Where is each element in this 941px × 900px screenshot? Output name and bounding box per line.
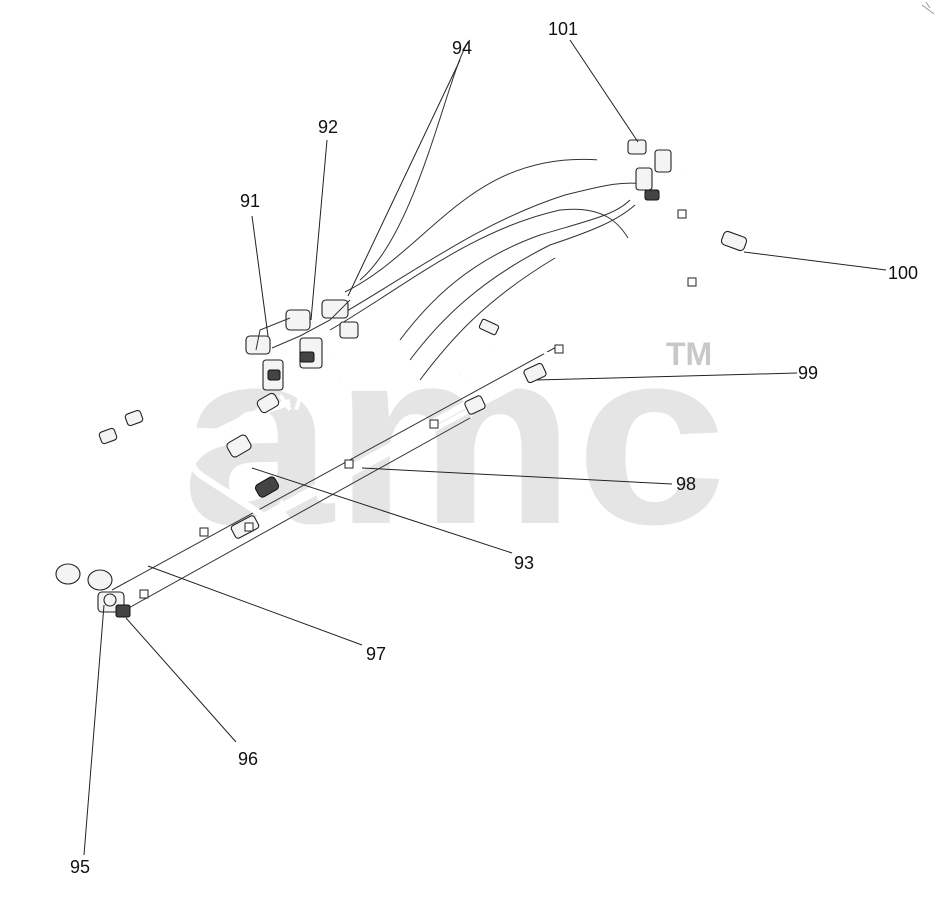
branch-hose-99 <box>464 362 547 415</box>
callout-98: 98 <box>676 474 696 494</box>
center-loop-pipe <box>186 392 292 539</box>
left-return-pipes <box>82 409 164 587</box>
valve-manifold-cluster <box>245 299 359 412</box>
watermark: amc TM <box>182 297 727 576</box>
left-end-fittings <box>55 563 131 618</box>
callout-94: 94 <box>452 38 472 58</box>
callout-92: 92 <box>318 117 338 137</box>
mounting-clips <box>139 209 697 599</box>
callout-100: 100 <box>888 263 918 283</box>
callout-97: 97 <box>366 644 386 664</box>
watermark-trademark: TM <box>666 336 712 372</box>
callout-leaders <box>83 39 887 856</box>
callout-95: 95 <box>70 857 90 877</box>
callout-labels: 91 92 93 94 95 96 97 98 99 100 101 <box>70 19 918 877</box>
watermark-text: amc <box>182 297 727 576</box>
callout-96: 96 <box>238 749 258 769</box>
corner-mark <box>921 1 935 15</box>
right-end-fittings <box>596 139 748 252</box>
callout-99: 99 <box>798 363 818 383</box>
callout-93: 93 <box>514 553 534 573</box>
callout-101: 101 <box>548 19 578 39</box>
callout-91: 91 <box>240 191 260 211</box>
upper-hose-bundle <box>329 39 651 381</box>
